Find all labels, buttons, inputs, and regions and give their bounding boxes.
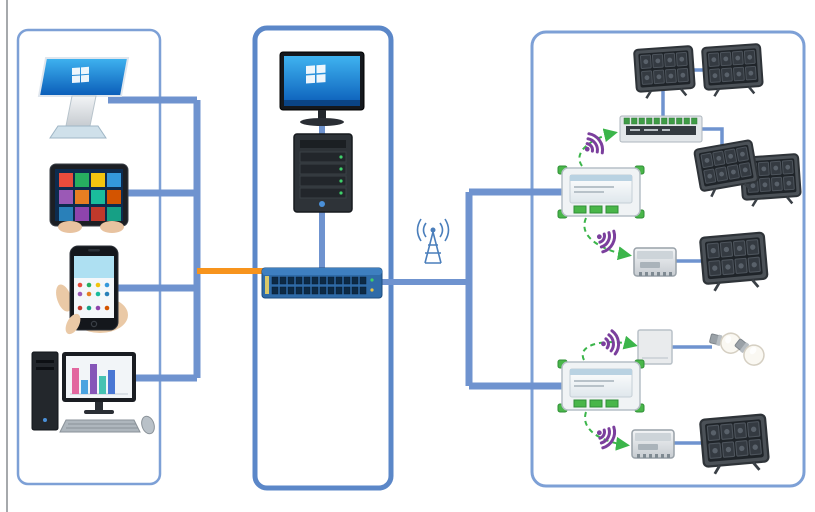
wireless-links [578,128,638,451]
rf-module-2-icon [631,429,675,459]
floodlight-d-icon [698,412,771,477]
gateway-2-icon [557,359,645,413]
floodlight-a2-icon [700,42,765,99]
smartphone-icon [56,245,128,335]
floodlight-b1-icon [692,138,761,200]
floodlight-c-icon [698,231,770,294]
gateway-1-icon [557,165,645,219]
mouse-icon [141,415,155,435]
tablet-app-grid [59,173,121,221]
server-icon [293,133,353,213]
wifi-icon-2 [590,223,620,256]
phone-app-icons [77,282,110,311]
wifi-icon-1 [577,129,608,162]
floodlight-a1-icon [632,44,697,101]
rf-module-1-icon [633,247,677,277]
wireless-gateway1-controller [578,128,618,167]
tablet-icon [49,163,129,233]
switch-ports [271,276,367,295]
wireless-gateway1-module1 [583,217,632,261]
wireless-antenna-icon [416,218,450,264]
thumb-icon [65,313,81,335]
pc-screen-chart [70,364,128,395]
hand-icon [58,221,82,233]
wireless-gateway2-module2 [584,411,630,451]
control-center-panel [252,25,394,491]
desktop-pc-icon [31,351,155,435]
keyboard-icon [59,419,141,433]
client-devices-panel [16,28,162,486]
management-monitor-icon [279,51,365,126]
windows-logo-icon [72,66,89,83]
windows-logo-icon [306,64,326,84]
network-switch-icon [261,267,383,299]
field-devices-panel [530,30,806,488]
din-rail-controller-icon [619,115,703,143]
wireless-gateway2-box [581,335,638,361]
junction-box-icon [637,329,673,365]
touch-kiosk-icon [37,57,130,139]
hand-icon [100,221,124,233]
